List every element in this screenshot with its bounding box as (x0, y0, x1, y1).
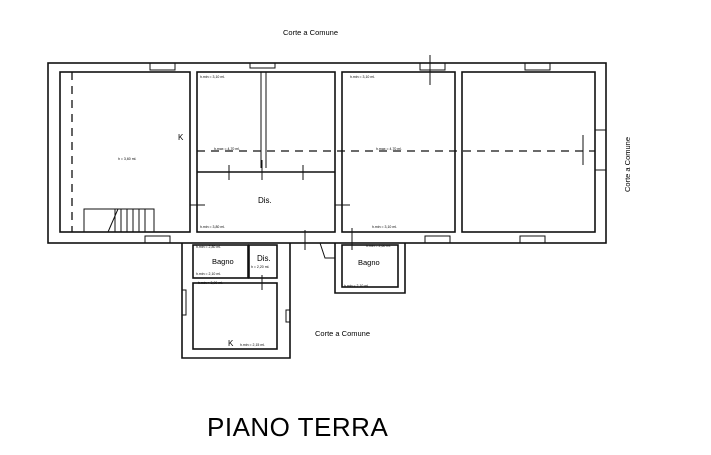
height-label: h.min = 2,15 ml. (240, 343, 265, 347)
room-label-bagno-left: Bagno (212, 257, 234, 266)
height-label: h.min = 2,10 ml. (196, 272, 221, 276)
height-label: h.min = 2,80 ml. (196, 245, 221, 249)
height-label: h.max = 4,70 ml. (376, 147, 402, 151)
height-label: h = 3,60 ml. (118, 157, 137, 161)
court-label-top: Corte a Comune (283, 28, 339, 37)
height-label: h.min = 3,80 ml. (200, 225, 225, 229)
court-label-bottom: Corte a Comune (315, 329, 371, 338)
height-label: h.min = 2,60 ml. (366, 244, 391, 248)
height-label: h.min = 3,10 ml. (200, 75, 225, 79)
height-label: h = 2,20 ml. (251, 265, 270, 269)
height-label: h.min = 3,00 ml. (198, 281, 223, 285)
staircase (83, 208, 155, 233)
height-label: h.min = 3,10 ml. (372, 225, 397, 229)
room-label-dis: Dis. (258, 196, 272, 205)
page-title: PIANO TERRA (207, 412, 389, 442)
height-label: h.min = 3,10 ml. (350, 75, 375, 79)
height-label: h.min = 2,10 ml. (344, 284, 369, 288)
room-label-bagno-right: Bagno (358, 258, 380, 267)
room-label-k-bottom: K (228, 339, 234, 348)
room-label-dis-small: Dis. (257, 254, 271, 263)
court-label-right: Corte a Comune (623, 136, 633, 193)
room-label-k-left: K (178, 133, 184, 142)
walls (47, 62, 607, 359)
height-label: h.max = 4,70 ml. (214, 147, 240, 151)
door-marks (190, 55, 584, 290)
windows (144, 62, 607, 323)
